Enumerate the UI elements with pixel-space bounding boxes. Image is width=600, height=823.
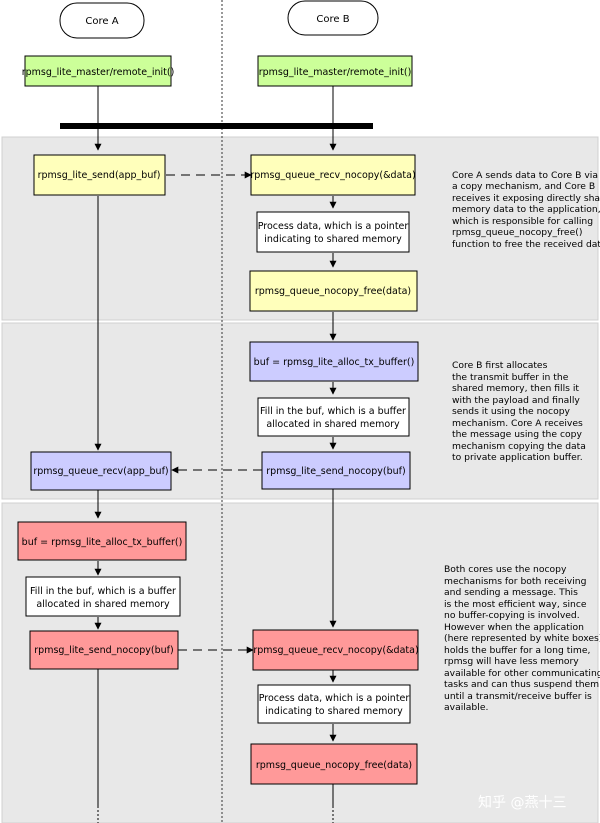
note-line: Core A sends data to Core B via: [452, 170, 598, 181]
process-data-box-b: [257, 684, 411, 724]
note-line: no buffer-copying is involved.: [444, 610, 580, 621]
alloc-tx-buffer-box: [249, 341, 419, 382]
watermark: 知乎 @燕十三: [478, 794, 566, 811]
sync-bar: [60, 123, 373, 129]
fill-buffer-box-a: [25, 576, 181, 617]
note-line: available for other communicating: [444, 668, 600, 679]
note-line: shared memory, then fills it: [452, 383, 579, 394]
fill-buffer-label-a-line-2: allocated in shared memory: [36, 599, 170, 610]
note-line: holds the buffer for a long time,: [444, 645, 590, 656]
alloc-tx-buffer-label: buf = rpmsg_lite_alloc_tx_buffer(): [254, 357, 415, 368]
alloc-tx-buffer-label-a: buf = rpmsg_lite_alloc_tx_buffer(): [22, 537, 183, 548]
note-line: rpmsg will have less memory: [444, 656, 579, 667]
fill-buffer-label-line-1: Fill in the buf, which is a buffer: [260, 406, 406, 417]
note-line: mechanism. Core A receives: [452, 418, 583, 429]
note-line: Core B first allocates: [452, 360, 548, 371]
send-nocopy-label-a: rpmsg_lite_send_nocopy(buf): [34, 645, 173, 656]
core-a-init-box: [24, 55, 172, 87]
note-line: the message using the copy: [452, 429, 582, 440]
core-a-label: Core A: [85, 16, 118, 27]
send-label: rpmsg_lite_send(app_buf): [38, 170, 161, 181]
section-3-note: Both cores use the nocopy mechanisms for…: [444, 564, 600, 713]
core-b-init-label: rpmsg_lite_master/remote_init(): [259, 67, 412, 78]
section-2-note: Core B first allocates the transmit buff…: [452, 360, 586, 463]
section-1-note: Core A sends data to Core B via a copy m…: [452, 170, 600, 250]
note-line: receives it exposing directly shared: [452, 193, 600, 204]
core-a-init-label: rpmsg_lite_master/remote_init(): [22, 67, 175, 78]
note-line: with the payload and finally: [452, 395, 580, 406]
note-line: However when the application: [444, 622, 584, 633]
note-line: and sending a message. This: [444, 587, 578, 598]
note-line: function to free the received data.: [452, 239, 600, 250]
nocopy-free-box-b: [250, 743, 418, 785]
note-line: is the most efficient way, since: [444, 599, 587, 610]
queue-recv-box: [30, 451, 172, 491]
note-line: sends it using the nocopy: [452, 406, 571, 417]
recv-nocopy-label: rpmsg_queue_recv_nocopy(&data): [250, 170, 415, 181]
note-line: available.: [444, 702, 488, 713]
fill-buffer-label-a-line-1: Fill in the buf, which is a buffer: [30, 586, 176, 597]
send-nocopy-label: rpmsg_lite_send_nocopy(buf): [266, 466, 405, 477]
note-line: mechanisms for both receiving: [444, 576, 586, 587]
note-line: which is responsible for calling: [452, 216, 593, 227]
note-line: rpmsg_queue_nocopy_free(): [452, 227, 582, 238]
process-data-label-line-1: Process data, which is a pointer: [258, 221, 409, 232]
core-b-header: [287, 0, 379, 36]
note-line: tasks and can thus suspend them: [444, 679, 599, 690]
nocopy-free-label: rpmsg_queue_nocopy_free(data): [255, 286, 411, 297]
send-nocopy-box: [261, 451, 411, 490]
note-line: memory data to the application,: [452, 204, 600, 215]
core-a-header: [59, 2, 145, 39]
note-line: (here represented by white boxes): [444, 633, 600, 644]
note-line: a copy mechanism, and Core B: [452, 181, 595, 192]
recv-nocopy-label-b: rpmsg_queue_recv_nocopy(&data): [253, 645, 418, 656]
note-line: the transmit buffer in the: [452, 372, 569, 383]
process-data-label-b-line-2: indicating to shared memory: [265, 706, 403, 717]
queue-recv-label: rpmsg_queue_recv(app_buf): [33, 466, 168, 477]
note-line: mechanism copying the data: [452, 441, 586, 452]
fill-buffer-label-line-2: allocated in shared memory: [266, 419, 400, 430]
recv-nocopy-box-b: [252, 629, 419, 671]
note-line: to private application buffer.: [452, 452, 583, 463]
fill-buffer-box: [257, 397, 410, 437]
nocopy-free-label-b: rpmsg_queue_nocopy_free(data): [256, 760, 412, 771]
process-data-label-line-2: indicating to shared memory: [264, 234, 402, 245]
nocopy-free-box: [249, 270, 418, 312]
process-data-box: [256, 211, 410, 253]
recv-nocopy-box: [250, 154, 416, 196]
send-nocopy-box-a: [29, 630, 179, 670]
core-b-init-box: [257, 55, 413, 87]
note-line: Both cores use the nocopy: [444, 564, 567, 575]
process-data-label-b-line-1: Process data, which is a pointer: [259, 693, 410, 704]
core-b-label: Core B: [316, 14, 349, 25]
note-line: until a transmit/receive buffer is: [444, 691, 592, 702]
alloc-tx-buffer-box-a: [17, 521, 187, 561]
send-box: [33, 154, 166, 196]
